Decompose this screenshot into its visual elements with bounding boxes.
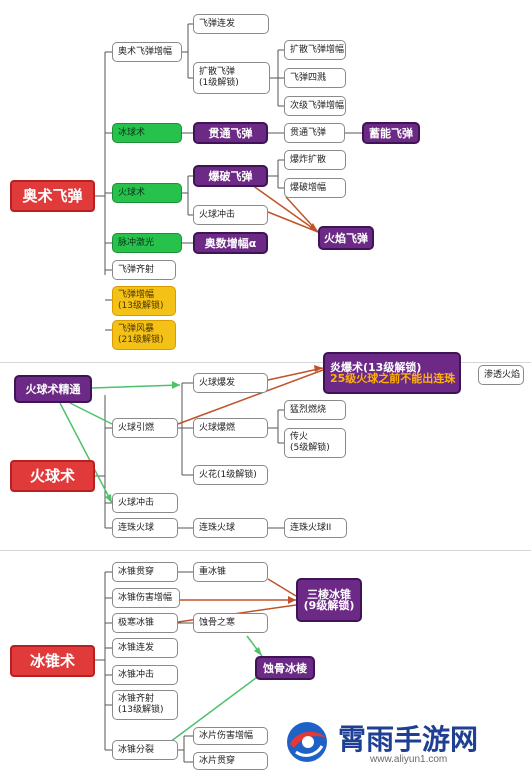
missile-splash-node: 飞弹四溅 <box>284 68 346 88</box>
watermark-logo-icon <box>282 718 332 766</box>
frigid-ice-lance-node: 极寒冰锥 <box>112 613 178 633</box>
shard-pierce-node: 冰片贯穿 <box>193 752 268 770</box>
heavy-ice-lance-node: 重冰锥 <box>193 562 268 582</box>
shard-damage-amp-node: 冰片伤害增幅 <box>193 727 268 745</box>
explosive-missile-node: 爆破飞弹 <box>193 165 268 187</box>
watermark-url: www.aliyun1.com <box>370 754 448 765</box>
fireball-deflagration-node: 火球爆燃 <box>193 418 268 438</box>
sub-missile-amp-node: 次级飞弹增幅 <box>284 96 346 116</box>
chain-fireball-ii-node: 连珠火球II <box>284 518 347 538</box>
bone-chill-node: 蚀骨之寒 <box>193 613 268 633</box>
piercing-missile-node: 贯通飞弹 <box>193 122 268 144</box>
pulse-laser-node: 脉冲激光 <box>112 233 182 253</box>
section-divider <box>0 550 531 551</box>
ice-lance-volley-node: 冰锥齐射(13级解锁) <box>112 690 178 720</box>
section-divider <box>0 362 531 363</box>
bone-ice-shard-node: 蚀骨冰棱 <box>255 656 315 680</box>
penetrating-flame-node: 渗透火焰 <box>478 365 524 385</box>
fierce-burn-node: 猛烈燃烧 <box>284 400 346 420</box>
fire-spread-node: 传火(5级解锁) <box>284 428 346 458</box>
triple-ice-lance-node: 三棱冰锥(9级解锁) <box>296 578 362 622</box>
ice-lance-damage-amp-node: 冰锥伤害增幅 <box>112 588 180 608</box>
missile-volley-node: 飞弹齐射 <box>112 260 176 280</box>
chain-fireball-node: 连珠火球 <box>112 518 178 538</box>
fireball-ignite-node: 火球引燃 <box>112 418 178 438</box>
ice-lance-pierce-node: 冰锥贯穿 <box>112 562 178 582</box>
watermark-brand: 霄雨手游网 <box>338 724 479 755</box>
ice-ball-node: 冰球术 <box>112 123 182 143</box>
fireball-impact-2-node: 火球冲击 <box>112 493 178 513</box>
spread-missile-node: 扩散飞弹(1级解锁) <box>193 62 270 94</box>
missile-barrage-node: 飞弹连发 <box>193 14 269 34</box>
fireball-burst-node: 火球爆发 <box>193 373 268 393</box>
ice-lance-impact-node: 冰锥冲击 <box>112 665 178 685</box>
fireball-root: 火球术 <box>10 460 95 492</box>
spark-node: 火花(1级解锁) <box>193 465 268 485</box>
fireball-impact-node: 火球冲击 <box>193 205 268 225</box>
missile-storm-locked-node: 飞弹风暴(21级解锁) <box>112 320 176 350</box>
ice-lance-split-node: 冰锥分裂 <box>112 740 178 760</box>
piercing-missile-small-node: 贯通飞弹 <box>284 123 345 143</box>
blast-spread-node: 爆炸扩散 <box>284 150 346 170</box>
fireball-green-node: 火球术 <box>112 183 182 203</box>
arcane-amp-alpha-node: 奥数增幅α <box>193 232 268 254</box>
ice-lance-rapid-node: 冰锥连发 <box>112 638 178 658</box>
arcane-missile-root: 奥术飞弹 <box>10 180 95 212</box>
spread-missile-amp-node: 扩散飞弹增幅 <box>284 40 346 60</box>
fireball-mastery-node: 火球术精通 <box>14 375 92 403</box>
ice-lance-root: 冰锥术 <box>10 645 95 677</box>
arcane-amp-node: 奥术飞弹增幅 <box>112 42 182 62</box>
chain-fireball-2-node: 连珠火球 <box>193 518 268 538</box>
missile-amp-locked-node: 飞弹增幅(13级解锁) <box>112 286 176 316</box>
blast-amp-node: 爆破增幅 <box>284 178 346 198</box>
pyroblast-node: 炎爆术(13级解锁)25级火球之前不能出连珠 <box>323 352 461 394</box>
charged-missile-node: 蓄能飞弹 <box>362 122 420 144</box>
flame-missile-node: 火焰飞弹 <box>318 226 374 250</box>
